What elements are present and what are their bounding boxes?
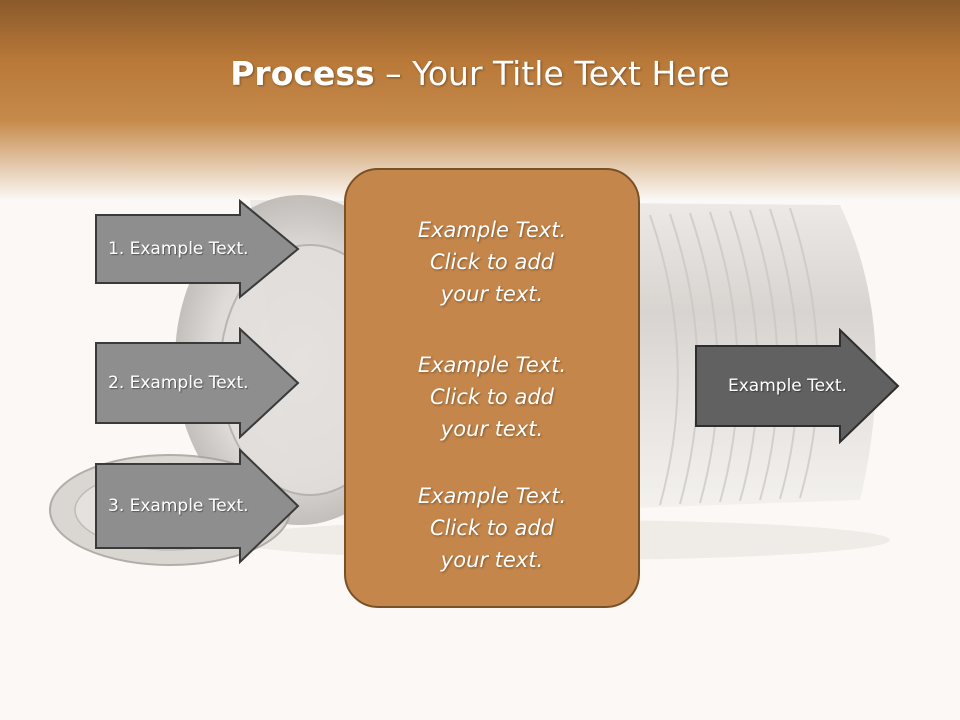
right-arrow[interactable]: Example Text. (694, 328, 900, 444)
center-text-box[interactable]: Example Text. Click to add your text. Ex… (344, 168, 640, 608)
left-arrow-2[interactable]: 2. Example Text. (94, 327, 300, 439)
title-bold: Process (230, 54, 375, 93)
arrow-right-shape (95, 448, 300, 564)
arrow-right-shape (95, 199, 300, 299)
center-item-1-line3: your text. (440, 282, 544, 306)
slide-title[interactable]: Process – Your Title Text Here (0, 52, 960, 96)
right-arrow-label: Example Text. (728, 376, 847, 396)
left-arrow-1-label: 1. Example Text. (108, 239, 249, 259)
left-arrow-1[interactable]: 1. Example Text. (94, 199, 300, 299)
center-item-2[interactable]: Example Text. Click to add your text. (346, 349, 638, 445)
left-arrow-2-label: 2. Example Text. (108, 373, 249, 393)
center-item-2-line1: Example Text. (417, 353, 567, 377)
center-item-2-line2: Click to add (429, 385, 554, 409)
center-item-1-line1: Example Text. (417, 218, 567, 242)
center-item-3[interactable]: Example Text. Click to add your text. (346, 480, 638, 576)
center-item-3-line1: Example Text. (417, 484, 567, 508)
arrow-right-shape (95, 327, 300, 439)
center-item-2-line3: your text. (440, 417, 544, 441)
center-item-1-line2: Click to add (429, 250, 554, 274)
center-item-3-line2: Click to add (429, 516, 554, 540)
arrow-right-shape (695, 328, 900, 444)
header-band (0, 0, 960, 200)
left-arrow-3[interactable]: 3. Example Text. (94, 448, 300, 564)
center-item-3-line3: your text. (440, 548, 544, 572)
center-item-1[interactable]: Example Text. Click to add your text. (346, 214, 638, 310)
left-arrow-3-label: 3. Example Text. (108, 496, 249, 516)
title-rest: – Your Title Text Here (374, 54, 730, 93)
